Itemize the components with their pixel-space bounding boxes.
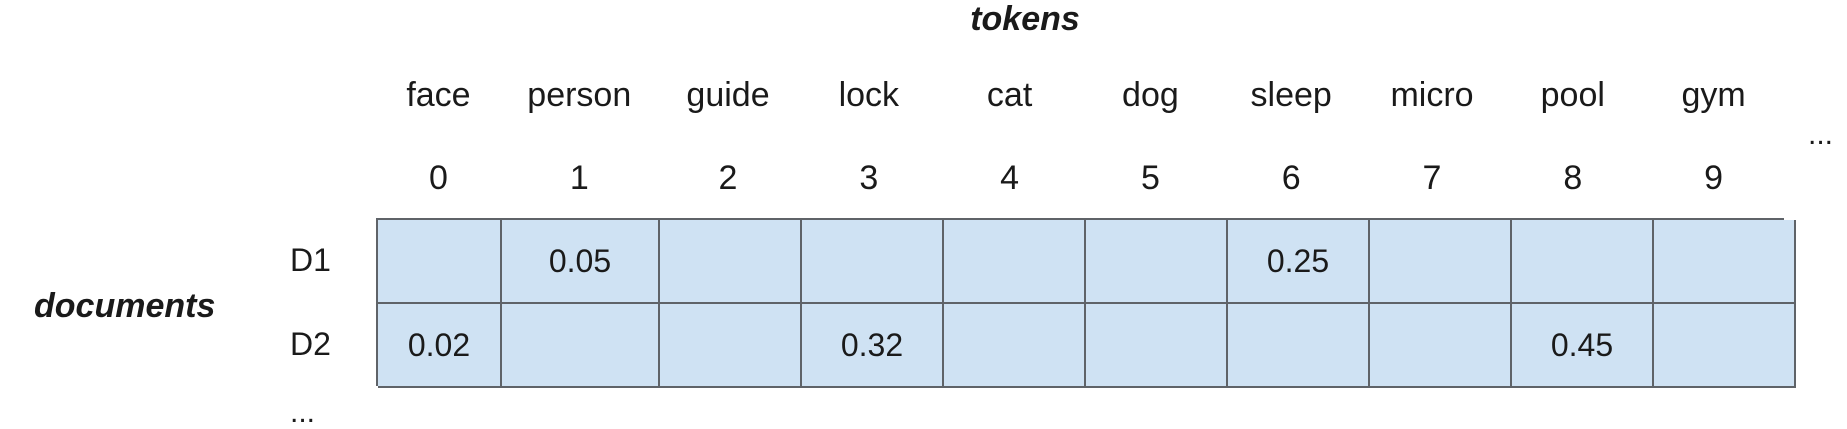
token-index-8: 8 bbox=[1563, 159, 1583, 197]
token-name-2: guide bbox=[686, 76, 770, 114]
token-index-0: 0 bbox=[429, 159, 448, 197]
matrix-cell bbox=[1228, 304, 1370, 388]
matrix-cell bbox=[378, 220, 502, 304]
token-name-4: cat bbox=[986, 76, 1033, 114]
matrix-cell: 0.45 bbox=[1512, 304, 1654, 388]
matrix-cell bbox=[1654, 304, 1796, 388]
token-index-3: 3 bbox=[859, 159, 879, 197]
matrix-cell bbox=[944, 304, 1086, 388]
token-index-6: 6 bbox=[1281, 159, 1301, 197]
documents-ellipsis: ... bbox=[290, 396, 316, 429]
token-name-3: lock bbox=[838, 76, 900, 114]
matrix-cell bbox=[502, 304, 660, 388]
matrix-row: 0.05 0.25 bbox=[378, 220, 1796, 304]
matrix-cell bbox=[944, 220, 1086, 304]
token-index-2: 2 bbox=[718, 159, 738, 197]
token-name-5: dog bbox=[1122, 76, 1179, 114]
matrix-cell bbox=[1654, 220, 1796, 304]
matrix-row: 0.02 0.32 0.45 bbox=[378, 304, 1796, 388]
token-name-7: micro bbox=[1390, 76, 1474, 114]
token-name-1: person bbox=[527, 76, 632, 114]
matrix-cell bbox=[1370, 304, 1512, 388]
tokens-axis-title: tokens bbox=[970, 0, 1080, 38]
document-label-d2: D2 bbox=[290, 326, 331, 362]
matrix-cell bbox=[660, 304, 802, 388]
matrix-cell: 0.32 bbox=[802, 304, 944, 388]
token-name-0: face bbox=[406, 76, 471, 114]
matrix-cell bbox=[1086, 304, 1228, 388]
matrix-cell: 0.02 bbox=[378, 304, 502, 388]
token-index-7: 7 bbox=[1422, 159, 1442, 197]
matrix-cell bbox=[1370, 220, 1512, 304]
token-index-5: 5 bbox=[1140, 159, 1160, 197]
document-label-d1: D1 bbox=[290, 242, 331, 278]
token-index-1: 1 bbox=[569, 159, 589, 197]
token-document-matrix: 0.05 0.25 0.02 0.32 0.45 bbox=[376, 218, 1796, 388]
matrix-cell: 0.05 bbox=[502, 220, 660, 304]
matrix-cell bbox=[1086, 220, 1228, 304]
matrix-cell bbox=[802, 220, 944, 304]
token-name-8: pool bbox=[1540, 76, 1605, 114]
token-name-row: face person guide lock cat dog sleep micro pool g… bbox=[376, 78, 1784, 112]
tokens-ellipsis: ... bbox=[1808, 118, 1834, 151]
token-index-9: 9 bbox=[1704, 159, 1724, 197]
documents-axis-title: documents bbox=[34, 287, 216, 325]
token-index-4: 4 bbox=[1000, 159, 1020, 197]
token-name-9: gym bbox=[1681, 76, 1746, 114]
matrix-cell bbox=[1512, 220, 1654, 304]
token-index-row: 0 1 2 3 4 5 6 7 8 9 bbox=[376, 161, 1784, 195]
matrix-cell: 0.25 bbox=[1228, 220, 1370, 304]
matrix-cell bbox=[660, 220, 802, 304]
token-name-6: sleep bbox=[1250, 76, 1332, 114]
